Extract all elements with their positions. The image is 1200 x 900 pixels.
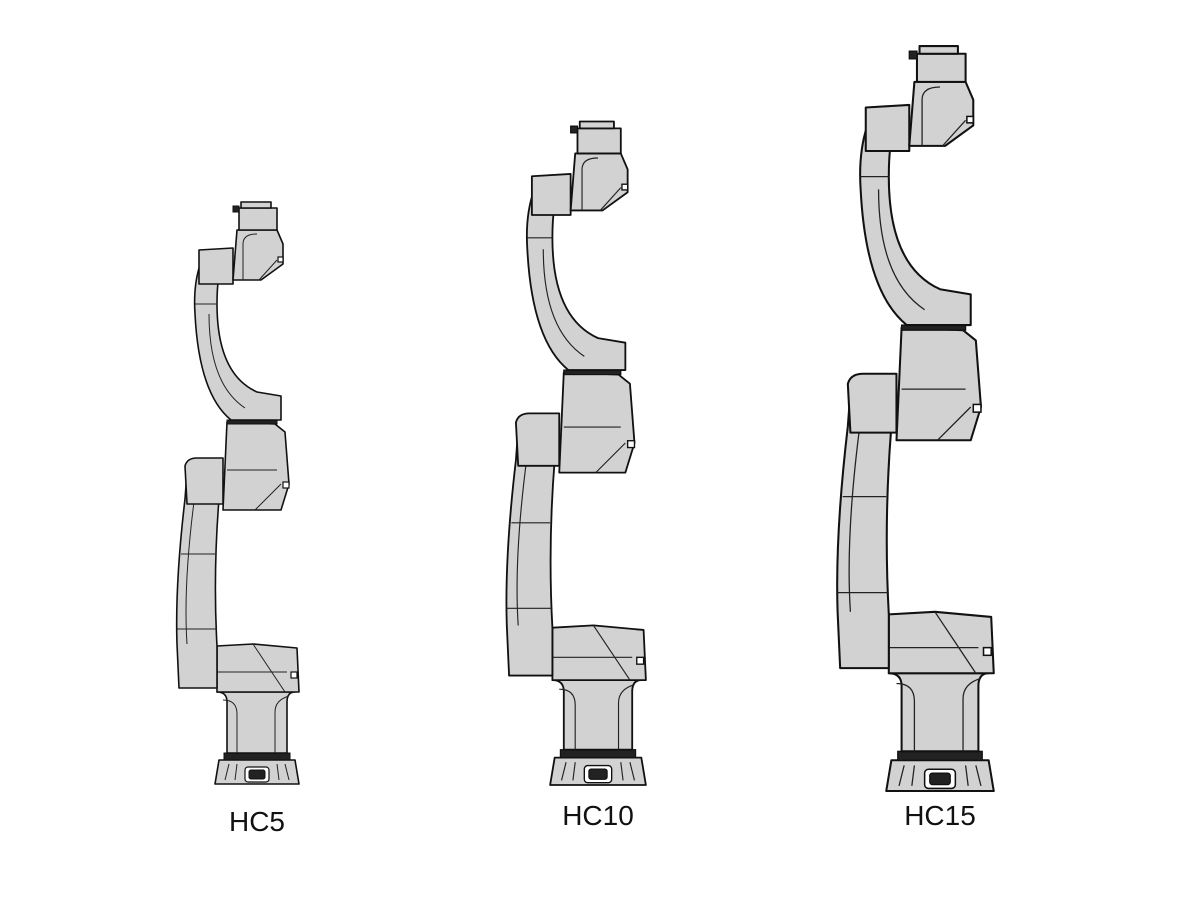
shoulder-port	[982, 646, 992, 657]
wrist-one	[198, 247, 234, 285]
elbow-port	[282, 481, 290, 489]
flange-connector	[232, 205, 240, 213]
elbow-housing	[895, 326, 982, 442]
elbow-joint	[515, 412, 561, 467]
wrist-port	[277, 256, 284, 263]
robot-hc5-label: HC5	[228, 806, 286, 837]
wrist-port	[966, 115, 975, 124]
flange-connector	[570, 125, 579, 134]
wrist-port	[621, 183, 629, 191]
tool-flange	[915, 52, 967, 83]
elbow-joint	[846, 372, 898, 434]
shoulder-port	[636, 656, 645, 665]
robot-hc15-label: HC15	[904, 800, 976, 831]
shoulder-port	[290, 671, 298, 679]
elbow-joint	[184, 457, 224, 505]
elbow-port	[626, 440, 636, 449]
elbow-port	[972, 403, 982, 413]
upper-arm-link	[859, 121, 972, 327]
wrist-one	[864, 103, 911, 153]
robot-hc10-label: HC10	[562, 800, 634, 831]
wrist-one	[530, 173, 572, 216]
flange-connector	[908, 50, 918, 60]
wrist-two	[908, 80, 975, 147]
base-ring	[897, 750, 983, 761]
